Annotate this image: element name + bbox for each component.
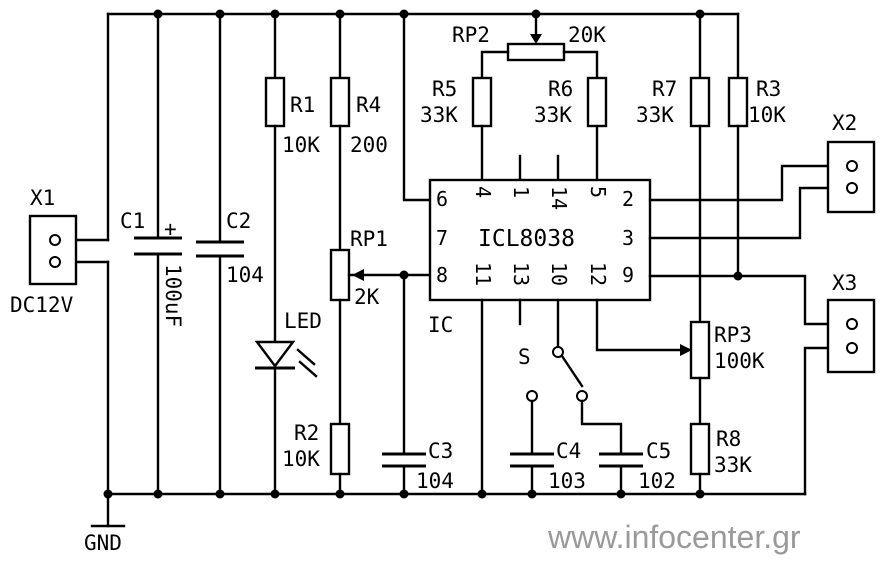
s-ref: S (518, 345, 531, 369)
pin-12: 12 (586, 262, 610, 286)
r8-value: 33K (714, 453, 752, 477)
pin-4: 4 (471, 186, 495, 198)
r4-value: 200 (350, 133, 388, 157)
rp3-ref: RP3 (714, 323, 752, 347)
r2-value: 10K (282, 447, 320, 471)
c1-polarity: + (164, 217, 177, 241)
pin-1: 1 (509, 186, 533, 198)
c1-ref: C1 (120, 209, 145, 233)
r4-ref: R4 (356, 93, 381, 117)
pin-8: 8 (436, 263, 448, 287)
ground-symbol: GND (84, 524, 126, 555)
capacitor-c1: C1 + 100uF (120, 12, 185, 496)
r1-ref: R1 (290, 93, 315, 117)
junction-dots (103, 9, 743, 499)
capacitor-c5: C5 102 (599, 439, 676, 496)
resistor-r8: R8 33K (689, 422, 752, 496)
pin-10: 10 (547, 262, 571, 286)
pin12-wire (595, 298, 684, 352)
r3-value: 10K (748, 103, 786, 127)
supply-rail (74, 12, 740, 242)
capacitor-c3: C3 104 (382, 273, 454, 496)
resistor-r7: R7 33K (636, 12, 711, 324)
r1-value: 10K (282, 133, 320, 157)
pin-13: 13 (509, 262, 533, 286)
r2-ref: R2 (294, 421, 319, 445)
resistor-r4: R4 200 (329, 12, 388, 252)
x1-note: DC12V (10, 293, 74, 317)
pin-6: 6 (436, 187, 448, 211)
rp2-ref: RP2 (452, 23, 490, 47)
c5-value: 102 (638, 469, 676, 493)
rp2-value: 20K (568, 23, 606, 47)
connector-x3: X3 (826, 271, 876, 374)
r3-ref: R3 (756, 77, 781, 101)
led: LED (254, 309, 322, 496)
switch-s: S (518, 298, 623, 456)
r6-value: 33K (534, 103, 572, 127)
rp3-wiper-arrow (680, 344, 692, 356)
capacitor-c2: C2 104 (196, 12, 264, 496)
ground-label: GND (84, 531, 122, 555)
watermark: www.infocenter.gr (547, 519, 801, 555)
potentiometer-rp2: RP2 20K (452, 12, 606, 80)
c4-value: 103 (548, 469, 586, 493)
x2-label: X2 (832, 111, 857, 135)
pin-5: 5 (586, 186, 610, 198)
pin2-wire (648, 164, 830, 202)
led-ref: LED (284, 309, 322, 333)
resistor-r6: R6 33K (534, 76, 608, 182)
r6-ref: R6 (548, 77, 573, 101)
connector-x2: X2 (826, 111, 876, 214)
r7-value: 33K (636, 103, 674, 127)
pin-11: 11 (471, 262, 495, 286)
resistor-r5: R5 33K (420, 76, 493, 182)
r7-ref: R7 (652, 77, 677, 101)
capacitor-c4: C4 103 (510, 439, 586, 496)
c3-value: 104 (416, 469, 454, 493)
r5-value: 33K (420, 103, 458, 127)
pin3-wire (648, 186, 830, 240)
pin-2: 2 (622, 187, 634, 211)
x3-ground-wire (803, 346, 830, 496)
pin-7: 7 (436, 226, 448, 250)
rp3-value: 100K (714, 349, 765, 373)
resistor-r1: R1 10K (264, 12, 320, 342)
pin-9: 9 (622, 263, 634, 287)
x3-label: X3 (832, 271, 857, 295)
c2-value: 104 (226, 263, 264, 287)
ic-icl8038: ICL8038 IC 6 7 8 2 3 9 4 1 14 5 11 13 10… (428, 178, 652, 337)
potentiometer-rp1: RP1 2K (329, 227, 432, 426)
c3-ref: C3 (428, 439, 453, 463)
x1-label: X1 (30, 186, 55, 210)
rp1-ref: RP1 (350, 227, 388, 251)
r5-ref: R5 (432, 77, 457, 101)
potentiometer-rp3: RP3 100K (689, 320, 765, 426)
r8-ref: R8 (716, 427, 741, 451)
ic-name: ICL8038 (478, 226, 575, 252)
c5-ref: C5 (646, 439, 671, 463)
c4-ref: C4 (556, 439, 581, 463)
ic-ref: IC (428, 313, 453, 337)
c1-value: 100uF (161, 264, 185, 327)
rp1-value: 2K (354, 285, 380, 309)
resistor-r3: R3 10K (727, 12, 786, 278)
connector-x1: X1 DC12V (10, 186, 78, 317)
pin9-wire (648, 274, 830, 326)
pin6-wire (402, 12, 432, 202)
pin-3: 3 (622, 226, 634, 250)
c2-ref: C2 (226, 209, 251, 233)
resistor-r2: R2 10K (282, 421, 351, 496)
pin-14: 14 (547, 186, 571, 210)
